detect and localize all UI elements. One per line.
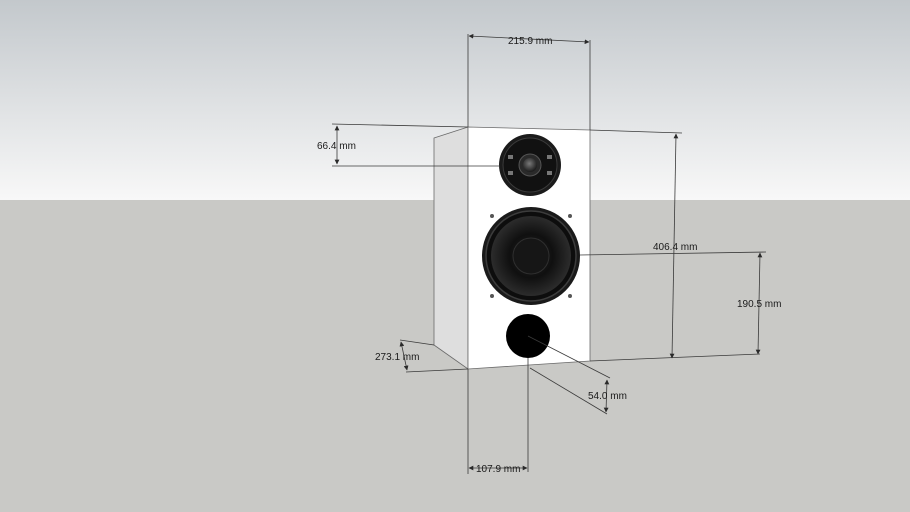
top-width-label: 215.9 mm <box>508 36 552 47</box>
cabinet-side-face <box>433 126 469 370</box>
port-center-height-label: 54.0 mm <box>588 391 627 402</box>
port-offset-label: 107.9 mm <box>476 464 520 475</box>
tweeter-driver <box>499 134 561 196</box>
depth-label: 273.1 mm <box>375 352 419 363</box>
woofer-center-height-label: 190.5 mm <box>737 299 781 310</box>
woofer-driver <box>482 207 580 305</box>
height-label: 406.4 mm <box>653 242 697 253</box>
tweeter-diameter-label: 66.4 mm <box>317 141 356 152</box>
dimension-lines <box>331 33 767 474</box>
